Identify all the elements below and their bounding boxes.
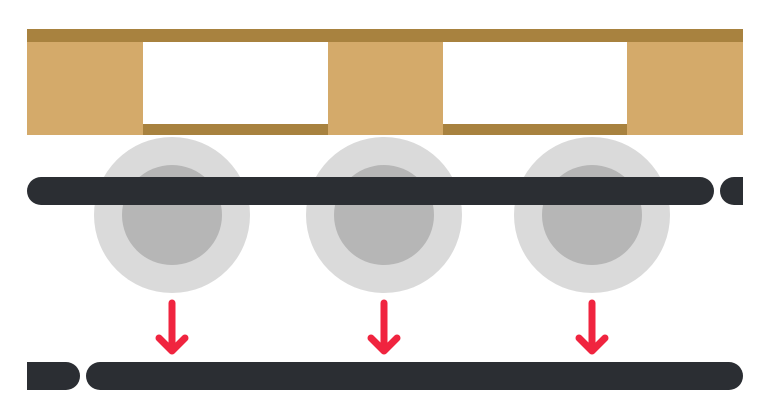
pallet-block-right	[627, 42, 743, 135]
rollers	[94, 137, 670, 293]
lower-rail	[27, 362, 743, 390]
pallet	[27, 29, 743, 135]
roller-3	[514, 137, 670, 293]
pallet-opening-left	[143, 42, 328, 124]
pallet-block-middle	[328, 42, 443, 135]
pallet-bottom-strip-left	[143, 124, 328, 135]
lower-rail-main	[86, 362, 743, 390]
arrow-down-icon	[367, 299, 401, 355]
roller-1	[94, 137, 250, 293]
upper-rail	[27, 177, 743, 205]
arrows	[155, 299, 609, 355]
upper-rail-stub	[720, 177, 743, 205]
upper-rail-main	[27, 177, 714, 205]
arrow-down-icon	[155, 299, 189, 355]
lower-rail-stub	[27, 362, 80, 390]
roller-2	[306, 137, 462, 293]
pallet-block-left	[27, 42, 143, 135]
pallet-opening-right	[443, 42, 627, 124]
pallet-top-board	[27, 29, 743, 42]
pallet-bottom-strip-right	[443, 124, 627, 135]
arrow-down-icon	[575, 299, 609, 355]
